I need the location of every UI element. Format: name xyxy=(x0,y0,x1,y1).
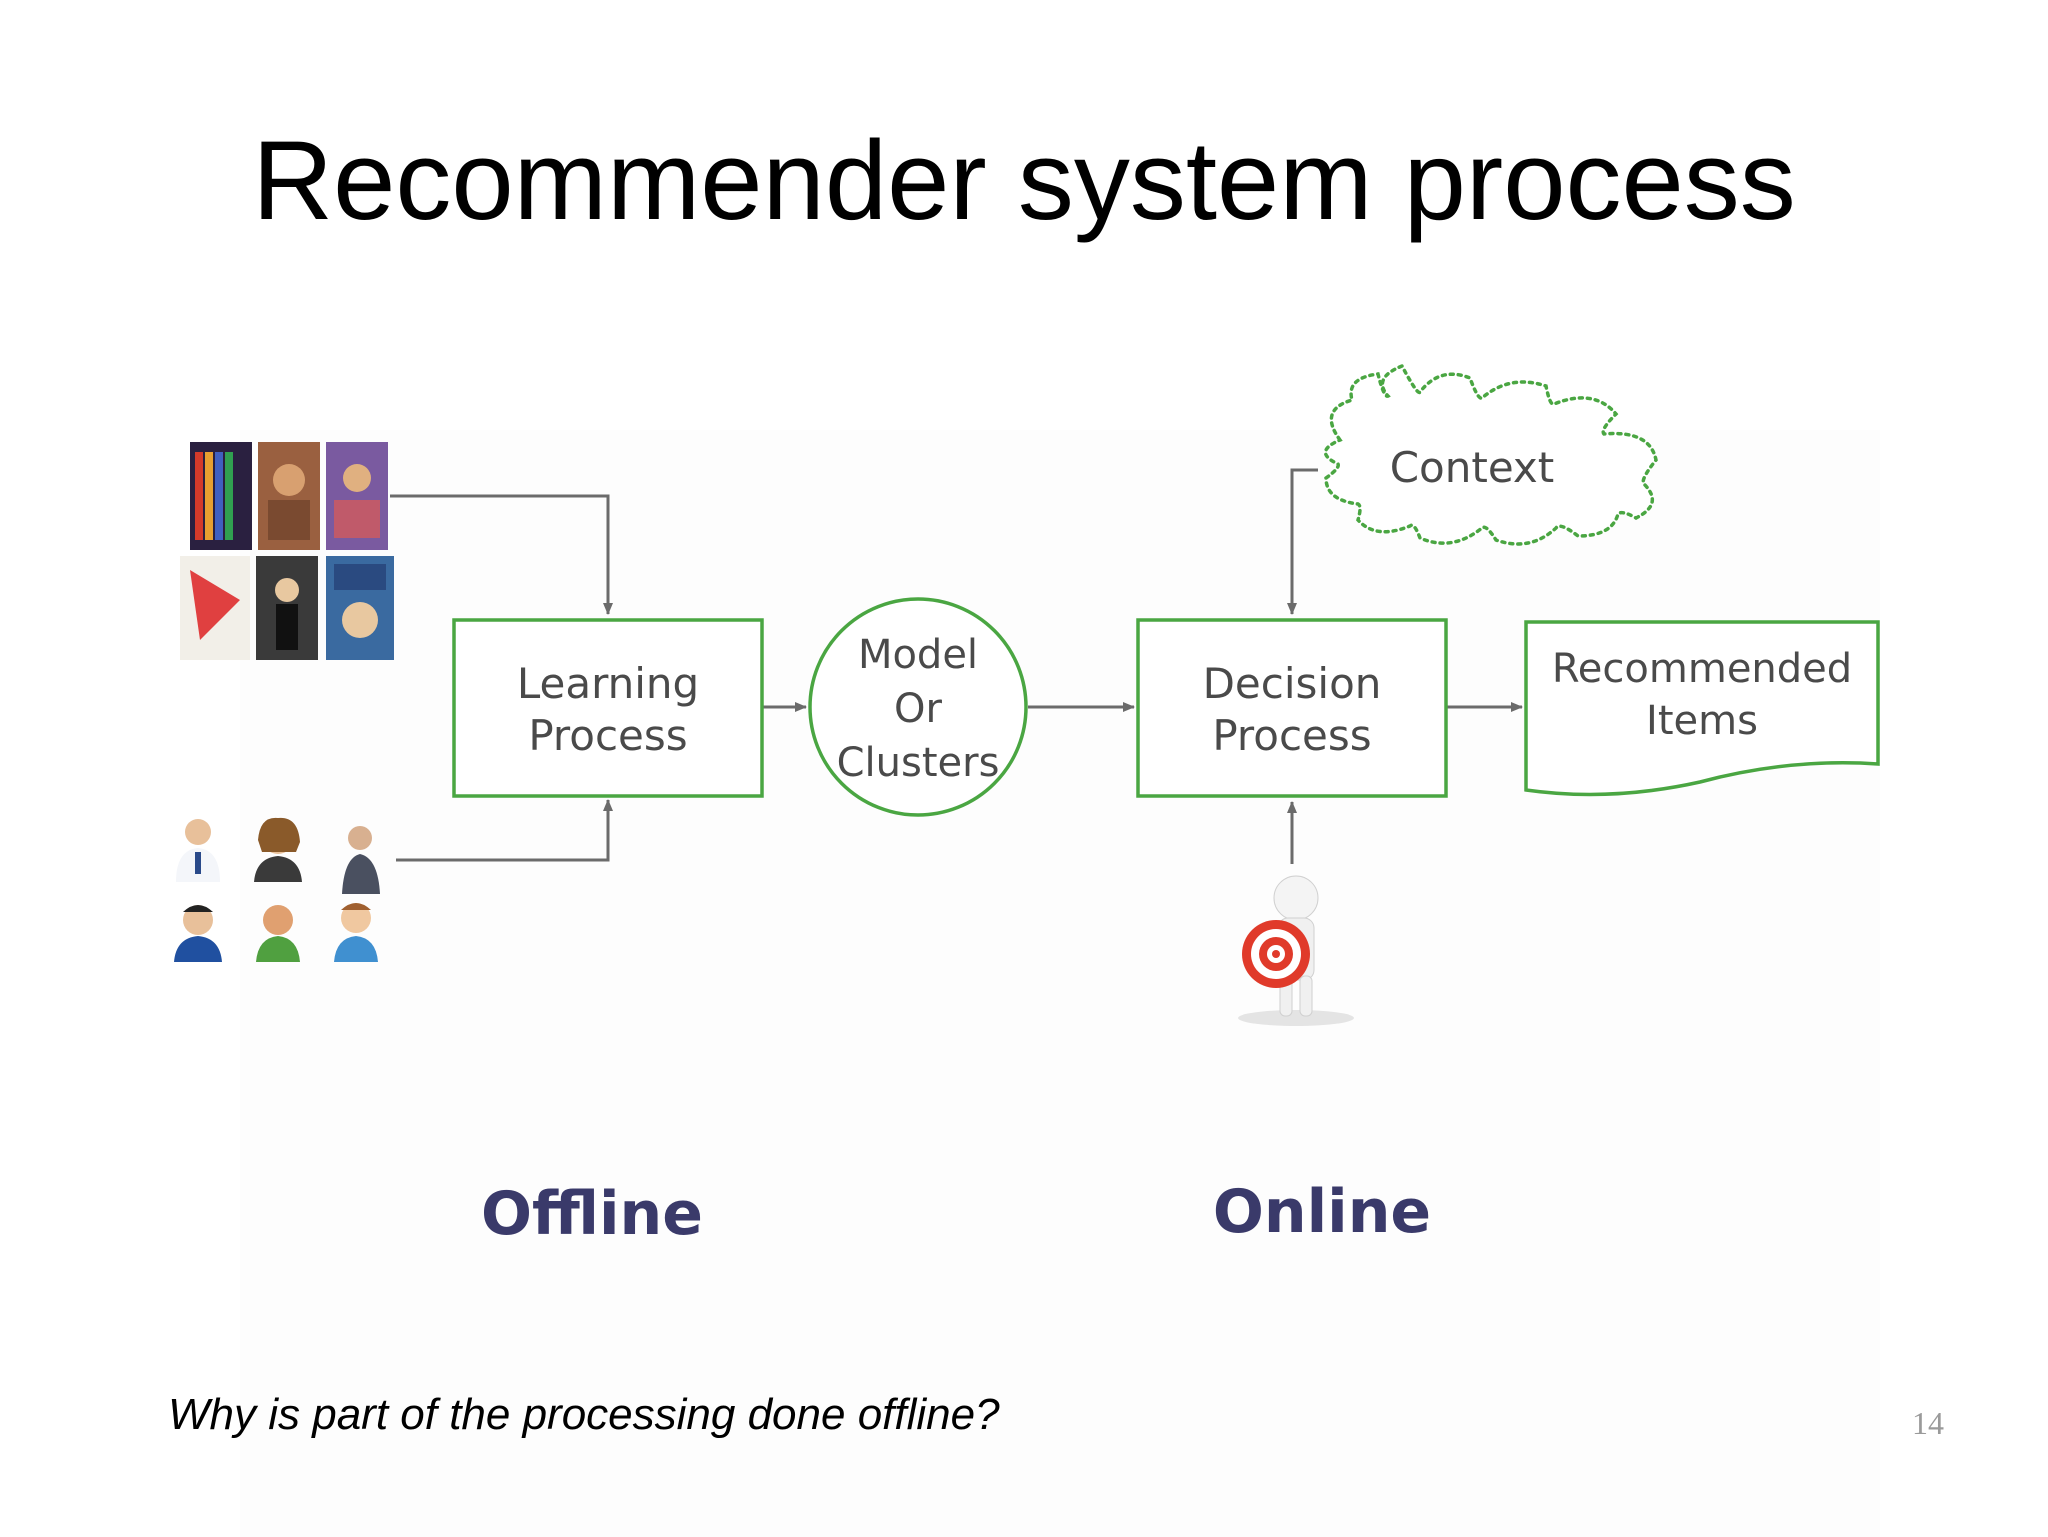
decision-process-box: Decision Process xyxy=(1136,618,1448,798)
online-label: Online xyxy=(1213,1177,1431,1247)
model-label-line3: Clusters xyxy=(837,740,1000,786)
model-label-line1: Model xyxy=(858,632,978,678)
recommended-items-label-line1: Recommended xyxy=(1552,646,1852,692)
user-with-target-icon xyxy=(1238,875,1354,1026)
model-or-clusters-circle: Model Or Clusters xyxy=(808,597,1028,817)
learning-process-label-line1: Learning xyxy=(517,659,699,708)
context-label: Context xyxy=(1390,443,1555,492)
recommended-items-label-line2: Items xyxy=(1646,698,1758,744)
discussion-question: Why is part of the processing done offli… xyxy=(168,1390,1000,1439)
learning-process-label-line2: Process xyxy=(528,711,687,760)
learning-process-box: Learning Process xyxy=(452,618,764,798)
items-to-learning-arrow xyxy=(390,494,613,615)
movie-posters-icon xyxy=(180,442,394,660)
user-avatars-icon xyxy=(174,817,380,962)
decision-process-label-line1: Decision xyxy=(1203,659,1382,708)
page-number: 14 xyxy=(1912,1405,1944,1441)
decision-process-label-line2: Process xyxy=(1212,711,1371,760)
model-label-line2: Or xyxy=(894,686,942,732)
context-cloud: Context xyxy=(1323,363,1658,546)
slide-title: Recommender system process xyxy=(252,118,1796,243)
figure-background xyxy=(240,430,1880,1537)
recommended-items-document: Recommended Items xyxy=(1524,620,1880,797)
offline-label: Offline xyxy=(481,1179,703,1249)
context-to-decision-arrow xyxy=(1287,468,1318,615)
users-to-learning-arrow xyxy=(396,799,613,862)
